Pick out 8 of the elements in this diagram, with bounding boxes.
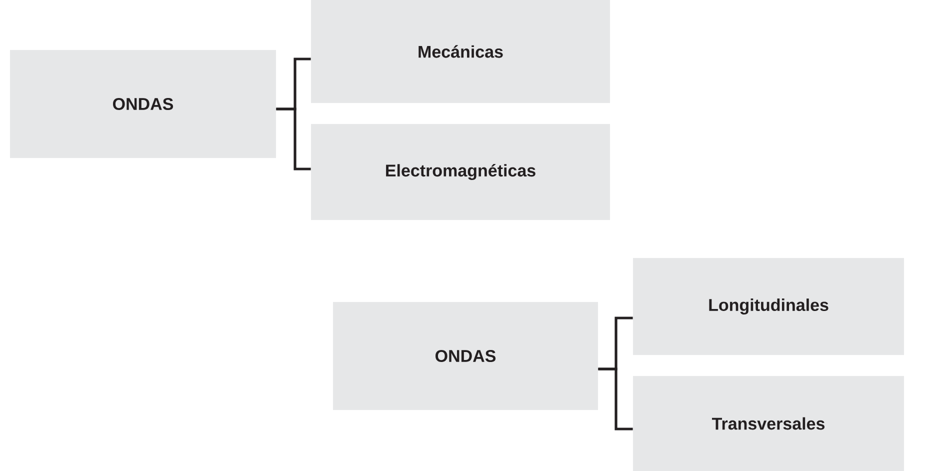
category-box: Mecánicas	[311, 0, 610, 103]
category-box: Longitudinales	[633, 258, 904, 355]
category-box: Transversales	[633, 376, 904, 471]
bracket-connector	[276, 108, 311, 170]
category-box: ONDAS	[333, 302, 598, 410]
bracket-connector	[598, 368, 633, 430]
category-box: ONDAS	[10, 50, 276, 158]
category-box: Electromagnéticas	[311, 124, 610, 220]
